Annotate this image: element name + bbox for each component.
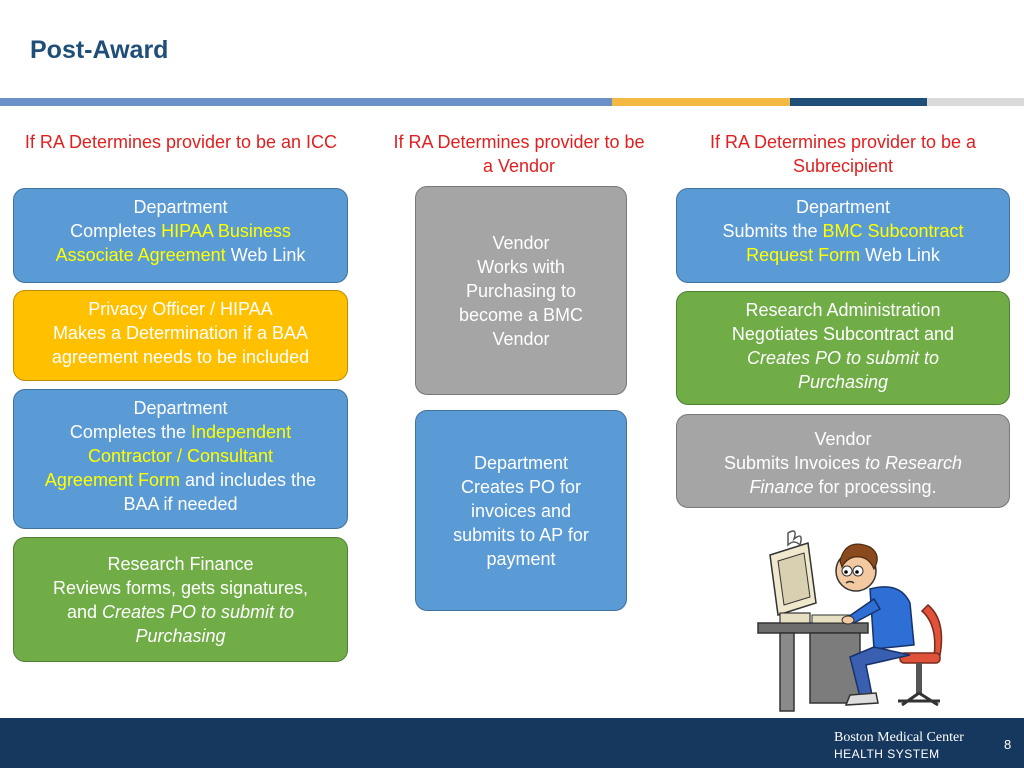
- subcontract-form-link-cont[interactable]: Request Form: [746, 245, 861, 265]
- icc-step-hipaa-baa: Department Completes HIPAA Business Asso…: [13, 188, 348, 283]
- step-line: Creates PO for: [460, 477, 582, 497]
- step-line: Contractor / Consultant: [22, 444, 339, 468]
- step-line: Agreement Form and includes the: [22, 468, 339, 492]
- step-line: Reviews forms, gets signatures,: [52, 578, 309, 598]
- step-line: payment: [486, 549, 556, 569]
- header-bar-navy: [790, 98, 927, 106]
- step-line: Research Administration: [745, 300, 941, 320]
- step-line: Request Form Web Link: [685, 243, 1001, 267]
- step-line: Purchasing to: [465, 281, 577, 301]
- subcontract-form-link[interactable]: BMC Subcontract: [822, 221, 964, 241]
- step-line: submits to AP for: [453, 525, 589, 545]
- step-line: Associate Agreement Web Link: [22, 243, 339, 267]
- sub-step-subcontract-request: Department Submits the BMC Subcontract R…: [676, 188, 1010, 283]
- step-line: Negotiates Subcontract and: [731, 324, 955, 344]
- step-line: and Creates PO to submit to: [22, 600, 339, 624]
- step-text: Web Link: [225, 245, 306, 265]
- icc-step-research-finance: Research Finance Reviews forms, gets sig…: [13, 537, 348, 662]
- step-line: Creates PO to submit to: [746, 348, 940, 368]
- step-line: Makes a Determination if a BAA: [52, 323, 309, 343]
- step-line: Department: [795, 197, 891, 217]
- vendor-step-become-vendor: Vendor Works with Purchasing to become a…: [415, 186, 627, 395]
- step-line: Privacy Officer / HIPAA: [88, 299, 273, 319]
- sub-step-vendor-invoices: Vendor Submits Invoices to Research Fina…: [676, 414, 1010, 508]
- step-line: Purchasing: [135, 626, 226, 646]
- step-line: Completes the Independent: [22, 420, 339, 444]
- step-text-italic: to Research: [865, 453, 963, 473]
- hipaa-link-cont[interactable]: Associate Agreement: [55, 245, 226, 265]
- column-heading-vendor: If RA Determines provider to be a Vendor: [393, 132, 645, 176]
- step-text: Submits the: [722, 221, 823, 241]
- icc-step-privacy-officer: Privacy Officer / HIPAA Makes a Determin…: [13, 290, 348, 381]
- header-bar-gold: [612, 98, 790, 106]
- step-line: Vendor: [814, 429, 872, 449]
- contractor-form-link[interactable]: Independent: [190, 422, 292, 442]
- step-text: for processing.: [813, 477, 937, 497]
- icc-step-contractor-form: Department Completes the Independent Con…: [13, 389, 348, 529]
- step-line: Finance for processing.: [685, 475, 1001, 499]
- step-line: Vendor: [492, 329, 550, 349]
- step-line: Works with: [477, 257, 565, 277]
- logo-line1: Boston Medical Center: [834, 730, 964, 745]
- step-line: Research Finance: [107, 554, 254, 574]
- step-text: Completes the: [69, 422, 191, 442]
- frustrated-user-illustration: [757, 530, 943, 712]
- step-line: Completes HIPAA Business: [22, 219, 339, 243]
- header-bar-gray: [927, 98, 1024, 106]
- header-bar-blue: [0, 98, 612, 106]
- column-heading-icc: If RA Determines provider to be an ICC: [24, 132, 338, 152]
- page-number: 8: [1004, 737, 1012, 752]
- step-text: and includes the: [179, 470, 317, 490]
- step-text-italic: Finance: [749, 477, 814, 497]
- step-text: Completes: [70, 221, 162, 241]
- step-line: Submits the BMC Subcontract: [685, 219, 1001, 243]
- vendor-step-create-po: Department Creates PO for invoices and s…: [415, 410, 627, 611]
- column-heading-subrecipient: If RA Determines provider to be a Subrec…: [709, 132, 977, 176]
- step-line: Purchasing: [797, 372, 889, 392]
- step-text-italic: Creates PO to submit to: [101, 602, 295, 622]
- step-text: and: [66, 602, 102, 622]
- step-line: Department: [473, 453, 569, 473]
- step-text: Submits Invoices: [723, 453, 865, 473]
- step-line: BAA if needed: [123, 494, 238, 514]
- sub-step-research-admin: Research Administration Negotiates Subco…: [676, 291, 1010, 405]
- step-line: Submits Invoices to Research: [685, 451, 1001, 475]
- step-line: Department: [133, 398, 228, 418]
- page-title: Post-Award: [30, 36, 169, 64]
- step-line: agreement needs to be included: [51, 347, 310, 367]
- footer-bar: [0, 718, 1024, 768]
- contractor-form-link-cont[interactable]: Agreement Form: [44, 470, 180, 490]
- contractor-form-link-cont[interactable]: Contractor / Consultant: [87, 446, 274, 466]
- logo-line2: HEALTH SYSTEM: [834, 747, 940, 761]
- step-line: Vendor: [492, 233, 550, 253]
- step-line: invoices and: [470, 501, 572, 521]
- step-text: Web Link: [860, 245, 940, 265]
- step-line: Department: [133, 197, 228, 217]
- step-line: become a BMC: [458, 305, 584, 325]
- hipaa-link[interactable]: HIPAA Business: [161, 221, 291, 241]
